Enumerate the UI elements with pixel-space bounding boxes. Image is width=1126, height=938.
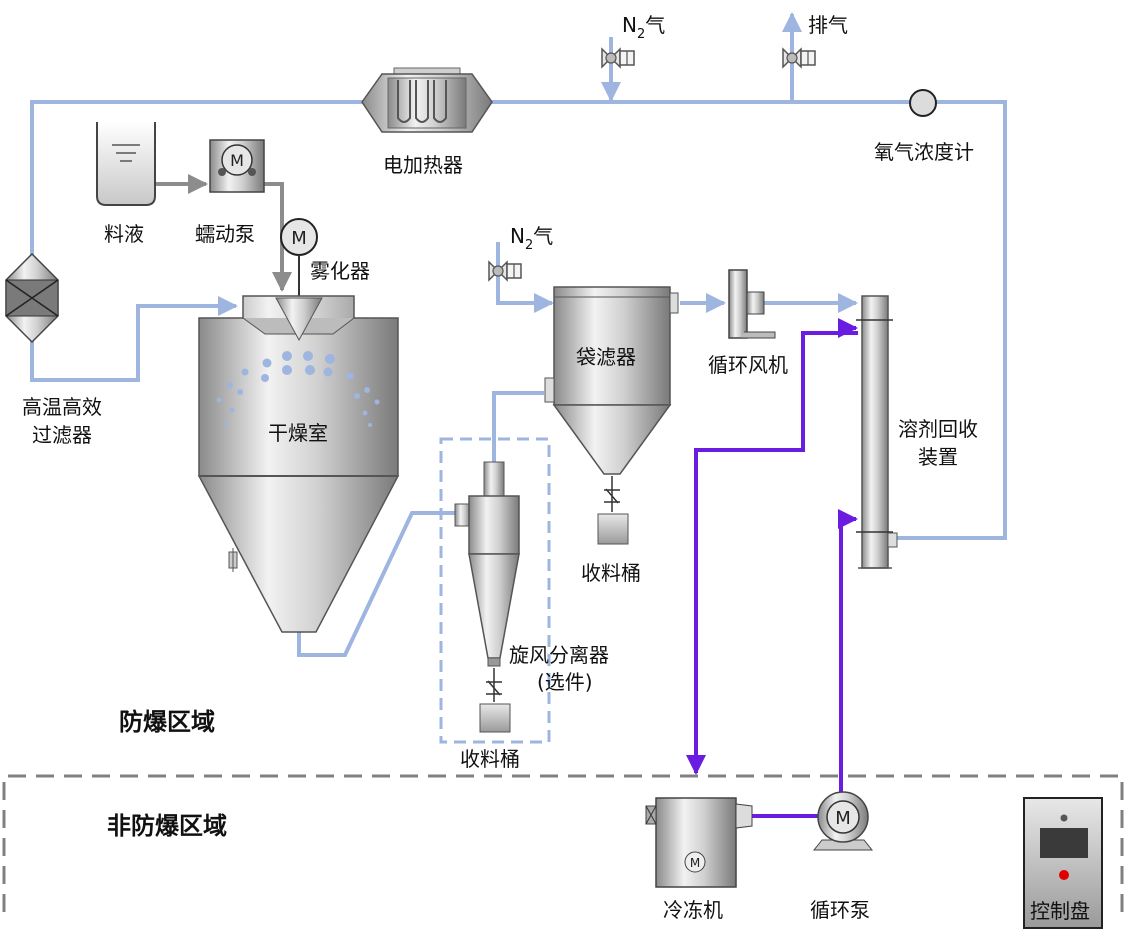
cyclone-label-2: (选件) bbox=[537, 670, 593, 694]
drying-chamber bbox=[197, 295, 400, 633]
non-explosion-zone-border bbox=[2, 774, 1124, 912]
atomizer-label: 雾化器 bbox=[310, 259, 370, 283]
electric-heater-label: 电加热器 bbox=[383, 153, 463, 177]
air-loop-pipes bbox=[30, 12, 1007, 657]
bag-filter bbox=[544, 286, 679, 545]
n2-gas-top-label: N2气 bbox=[622, 13, 665, 42]
cyclone-option-box bbox=[439, 437, 551, 744]
cyclone-separator bbox=[454, 461, 520, 733]
peristaltic-pump-label: 蠕动泵 bbox=[195, 222, 255, 246]
feed-pipes bbox=[155, 174, 292, 292]
control-panel-label: 控制盘 bbox=[1030, 899, 1090, 923]
n2-valve-top bbox=[601, 48, 635, 68]
pump-motor-m: M bbox=[230, 151, 244, 170]
exhaust-label: 排气 bbox=[808, 13, 848, 37]
bag-filter-label: 袋滤器 bbox=[576, 345, 636, 369]
pump-m: M bbox=[835, 808, 851, 829]
electric-heater bbox=[361, 67, 493, 133]
circulation-fan-label: 循环风机 bbox=[708, 353, 788, 377]
circulation-fan bbox=[728, 269, 776, 339]
non-explosion-proof-zone-label: 非防爆区域 bbox=[107, 812, 227, 840]
hepa-filter-label-1: 高温高效 bbox=[22, 395, 102, 419]
solvent-recovery-label-2: 装置 bbox=[918, 445, 958, 469]
hepa-filter bbox=[5, 252, 59, 344]
n2-gas-bag-label: N2气 bbox=[510, 224, 553, 253]
explosion-proof-zone-label: 防爆区域 bbox=[119, 708, 215, 736]
oxygen-meter-label: 氧气浓度计 bbox=[874, 140, 974, 164]
atomizer-motor-m: M bbox=[291, 228, 307, 249]
collection-bucket-2-label: 收料桶 bbox=[460, 747, 520, 771]
n2-valve-bag bbox=[488, 261, 522, 281]
indicator-light-icon bbox=[1059, 870, 1069, 880]
circulation-pump: M bbox=[812, 791, 874, 851]
drying-chamber-label: 干燥室 bbox=[268, 421, 328, 445]
feed-liquid-label: 料液 bbox=[104, 222, 144, 246]
chiller-motor-m: M bbox=[690, 856, 700, 870]
collection-bucket-1-label: 收料桶 bbox=[581, 561, 641, 585]
hepa-filter-label-2: 过滤器 bbox=[32, 423, 92, 447]
oxygen-meter-icon bbox=[909, 89, 937, 117]
spray-droplets bbox=[216, 351, 380, 427]
feed-liquid-beaker bbox=[96, 122, 156, 206]
cyclone-label-1: 旋风分离器 bbox=[509, 643, 609, 667]
chiller: M bbox=[645, 797, 753, 888]
coolant-pipes bbox=[686, 318, 858, 818]
exhaust-valve bbox=[782, 48, 816, 68]
solvent-recovery-label-1: 溶剂回收 bbox=[898, 417, 978, 441]
control-panel bbox=[1023, 797, 1103, 929]
circulation-pump-label: 循环泵 bbox=[810, 898, 870, 922]
peristaltic-pump: M bbox=[209, 139, 265, 193]
chiller-label: 冷冻机 bbox=[663, 898, 723, 922]
solvent-recovery-column bbox=[856, 295, 898, 569]
